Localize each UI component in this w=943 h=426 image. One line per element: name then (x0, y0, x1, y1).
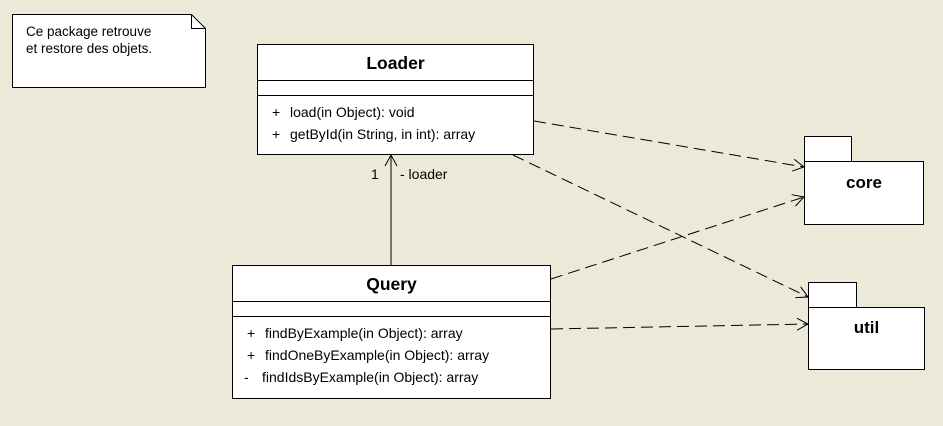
package-name: core (846, 173, 882, 192)
visibility-marker: + (247, 325, 256, 341)
multiplicity-label: 1 (371, 166, 379, 182)
operation: + findByExample(in Object): array (233, 322, 550, 344)
note-shape (12, 14, 206, 88)
class-name: Loader (258, 45, 533, 81)
operation-signature: findOneByExample(in Object): array (265, 347, 490, 363)
package-tab (804, 136, 852, 162)
dependency-loader-util[interactable] (512, 154, 809, 299)
comment-note[interactable]: Ce package retrouve et restore des objet… (12, 14, 206, 88)
operation: -findIdsByExample(in Object): array (233, 366, 550, 388)
dependency-query-util[interactable] (550, 317, 810, 331)
package-core[interactable]: core (804, 136, 924, 225)
class-name: Query (233, 266, 550, 302)
note-line: et restore des objets. (26, 41, 153, 56)
package-util[interactable]: util (808, 282, 925, 370)
package-body: core (804, 161, 924, 225)
operation-signature: findByExample(in Object): array (265, 325, 463, 341)
package-name: util (853, 318, 880, 337)
visibility-marker: + (272, 126, 281, 142)
note-line: Ce package retrouve (26, 24, 152, 39)
package-body: util (808, 307, 925, 370)
operations-compartment: + findByExample(in Object): array + findOn… (233, 317, 550, 388)
package-tab (808, 282, 857, 308)
note-text: Ce package retrouve et restore des objet… (26, 23, 152, 57)
attributes-compartment (258, 81, 533, 96)
attributes-compartment (233, 302, 550, 317)
visibility-marker: + (272, 104, 281, 120)
dependency-query-core[interactable] (550, 194, 805, 280)
visibility-marker: - (244, 369, 249, 385)
dependency-loader-core[interactable] (533, 120, 806, 172)
operation-signature: load(in Object): void (290, 104, 415, 120)
operation: + getById(in String, in int): array (258, 123, 533, 145)
operation-signature: getById(in String, in int): array (290, 126, 476, 142)
operations-compartment: + load(in Object): void + getById(in Strin… (258, 96, 533, 145)
visibility-marker: + (247, 347, 256, 363)
class-loader[interactable]: Loader + load(in Object): void + getById(i… (257, 44, 534, 155)
operation-signature: findIdsByExample(in Object): array (262, 369, 479, 385)
class-query[interactable]: Query + findByExample(in Object): array +… (232, 265, 551, 399)
operation: + findOneByExample(in Object): array (233, 344, 550, 366)
operation: + load(in Object): void (258, 101, 533, 123)
role-label: - loader (400, 166, 448, 182)
